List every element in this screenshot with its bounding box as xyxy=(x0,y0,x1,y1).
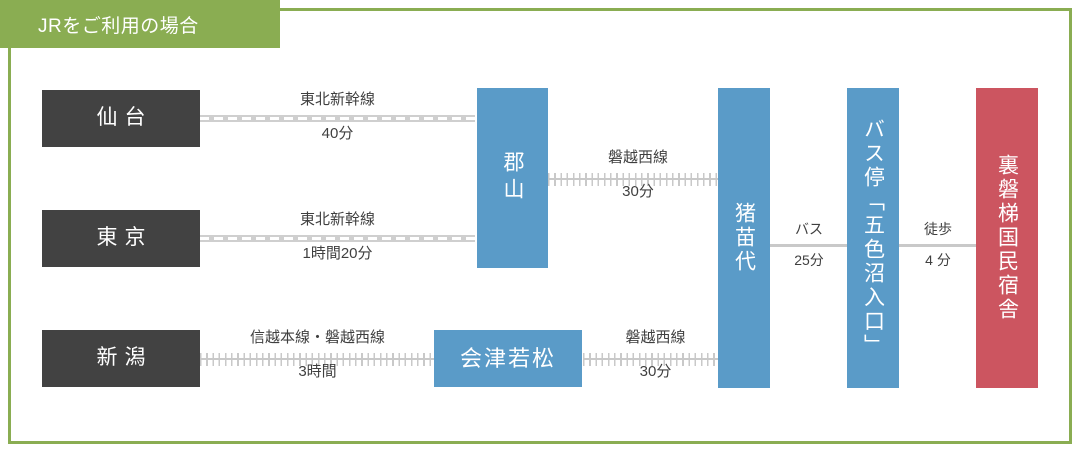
edge-line-shinkansen xyxy=(200,235,475,242)
node-label: 新潟 xyxy=(96,346,153,370)
node-label: 郡山 xyxy=(501,151,525,205)
edge-mode-label: 磐越西線 xyxy=(625,329,686,346)
node-label: 仙台 xyxy=(96,106,153,130)
edge-line-rail xyxy=(548,173,728,186)
edge-duration-label: 1時間20分 xyxy=(302,245,373,262)
edge-line-shinkansen xyxy=(200,115,475,122)
edge-duration-label: 30分 xyxy=(639,363,672,380)
edge-mode-label: バス xyxy=(795,221,823,237)
node-label: 東京 xyxy=(96,226,153,250)
diagram-header-tab: JRをご利用の場合 xyxy=(0,0,280,48)
edge-mode-label: 東北新幹線 xyxy=(299,211,375,228)
edge-duration-label: 4 分 xyxy=(925,252,951,268)
node-inawashiro[interactable]: 猪苗代 xyxy=(718,88,770,388)
node-label: 裏磐梯国民宿舎 xyxy=(995,154,1019,322)
node-niigata[interactable]: 新潟 xyxy=(42,330,200,387)
node-aizuwakamatsu[interactable]: 会津若松 xyxy=(434,330,582,387)
edge-mode-label: 磐越西線 xyxy=(607,149,668,166)
node-busstop-goshikinuma[interactable]: バス停「五色沼入口」 xyxy=(847,88,899,388)
node-sendai[interactable]: 仙台 xyxy=(42,90,200,147)
edge-line-rail xyxy=(583,353,728,366)
edge-line-plain xyxy=(769,244,849,247)
edge-duration-label: 25分 xyxy=(794,252,824,268)
edge-mode-label: 東北新幹線 xyxy=(299,91,375,108)
edge-duration-label: 30分 xyxy=(622,183,654,200)
edge-duration-label: 3時間 xyxy=(298,363,337,380)
node-label: バス停「五色沼入口」 xyxy=(861,118,885,358)
node-tokyo[interactable]: 東京 xyxy=(42,210,200,267)
node-destination-urabandai[interactable]: 裏磐梯国民宿舎 xyxy=(976,88,1038,388)
edge-line-plain xyxy=(898,244,978,247)
edge-line-rail xyxy=(200,353,435,366)
node-koriyama[interactable]: 郡山 xyxy=(477,88,548,268)
diagram-title: JRをご利用の場合 xyxy=(38,15,199,37)
node-label: 会津若松 xyxy=(459,345,556,371)
diagram-frame xyxy=(8,8,1072,444)
edge-mode-label: 信越本線・磐越西線 xyxy=(249,329,385,346)
edge-mode-label: 徒歩 xyxy=(924,221,952,237)
edge-duration-label: 40分 xyxy=(321,125,354,142)
node-label: 猪苗代 xyxy=(732,202,756,274)
